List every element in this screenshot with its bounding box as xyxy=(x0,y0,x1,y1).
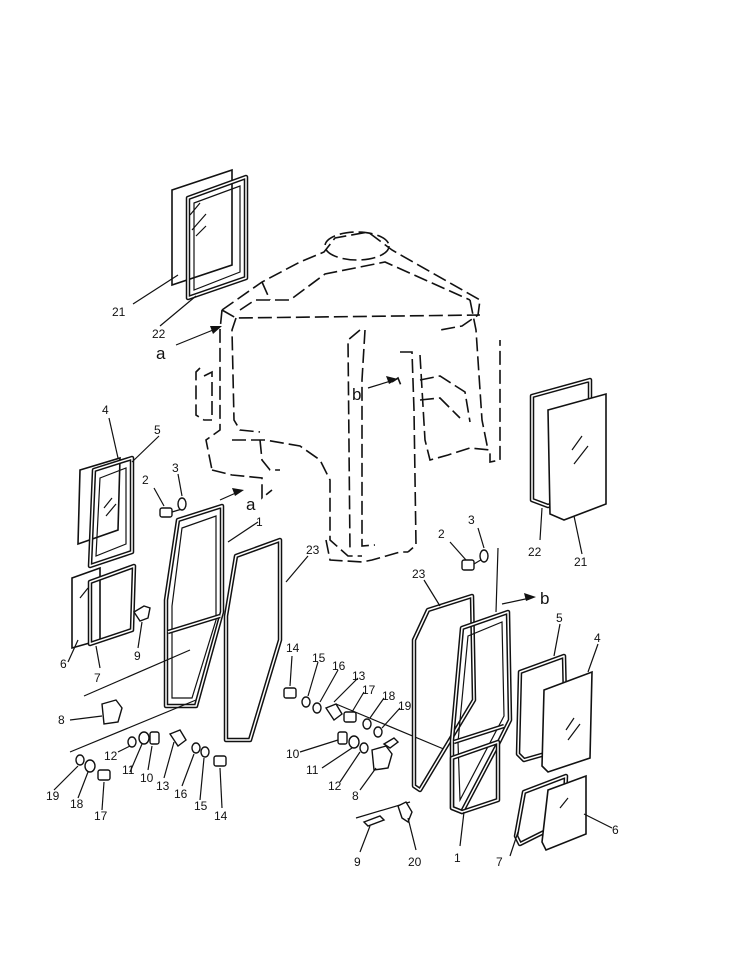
left-hinge-8 xyxy=(101,699,123,725)
right-washer-3 xyxy=(477,527,489,563)
right-handle-20 xyxy=(397,801,417,851)
right-door-seal xyxy=(411,579,477,793)
left-hardware xyxy=(53,649,227,811)
label-center-11: 11 xyxy=(306,763,319,777)
label-left-8: 8 xyxy=(58,713,65,727)
view-arrow-a-upper: a xyxy=(156,326,222,363)
label-center-8: 8 xyxy=(352,789,359,803)
left-door-frame-outer xyxy=(163,503,225,709)
right-door-frame xyxy=(449,547,513,847)
label-center-10: 10 xyxy=(286,747,300,761)
center-hinge-8 xyxy=(371,745,393,771)
label-center-16: 16 xyxy=(332,659,346,673)
right-bolt-2 xyxy=(449,541,485,571)
top-window-assembly xyxy=(132,168,249,327)
left-door-seal xyxy=(223,537,309,743)
label-center-17: 17 xyxy=(362,683,376,697)
label-right-20: 20 xyxy=(408,855,422,869)
left-lower-window xyxy=(67,563,137,669)
label-right-6: 6 xyxy=(612,823,619,837)
label-right-9: 9 xyxy=(354,855,361,869)
label-top-21: 21 xyxy=(112,305,126,319)
label-left-10: 10 xyxy=(140,771,154,785)
label-left-2: 2 xyxy=(142,473,149,487)
label-left-3: 3 xyxy=(172,461,179,475)
label-center-12: 12 xyxy=(328,779,342,793)
left-door-frame xyxy=(163,503,259,709)
label-right-4: 4 xyxy=(594,631,601,645)
view-arrow-label-b: b xyxy=(352,385,361,404)
label-left-14: 14 xyxy=(214,809,228,823)
label-center-15: 15 xyxy=(312,651,326,665)
label-left-9: 9 xyxy=(134,649,141,663)
label-left-5: 5 xyxy=(154,423,161,437)
label-left-17: 17 xyxy=(94,809,108,823)
right-upper-glass xyxy=(541,670,593,773)
view-arrow-b-upper: b xyxy=(352,376,398,404)
part-labels: 21 22 4 5 6 7 2 3 1 23 9 8 12 11 10 13 1… xyxy=(46,305,619,869)
view-arrow-b-lower: b xyxy=(501,589,549,608)
label-right-22: 22 xyxy=(528,545,542,559)
label-left-4: 4 xyxy=(102,403,109,417)
label-left-19: 19 xyxy=(46,789,60,803)
view-arrow-label-a-2: a xyxy=(246,495,256,514)
label-right-23: 23 xyxy=(412,567,426,581)
label-center-13: 13 xyxy=(352,669,366,683)
label-left-18: 18 xyxy=(70,797,84,811)
label-left-7: 7 xyxy=(94,671,101,685)
label-right-7: 7 xyxy=(496,855,503,869)
right-window-glass xyxy=(547,392,607,521)
label-right-2: 2 xyxy=(438,527,445,541)
label-right-1: 1 xyxy=(454,851,461,865)
label-left-6: 6 xyxy=(60,657,67,671)
view-arrow-a-lower: a xyxy=(219,488,256,514)
left-washer-3 xyxy=(177,473,187,511)
label-top-22: 22 xyxy=(152,327,166,341)
label-right-21: 21 xyxy=(574,555,588,569)
label-center-19: 19 xyxy=(398,699,412,713)
label-left-12: 12 xyxy=(104,749,118,763)
label-left-23: 23 xyxy=(306,543,320,557)
view-arrow-label-a: a xyxy=(156,344,166,363)
label-left-11: 11 xyxy=(122,763,135,777)
right-lower-window xyxy=(509,773,613,857)
right-lower-glass xyxy=(541,774,587,852)
label-right-3: 3 xyxy=(468,513,475,527)
label-center-18: 18 xyxy=(382,689,396,703)
view-arrow-label-b-2: b xyxy=(540,589,549,608)
right-upper-window xyxy=(515,623,599,773)
cab-body xyxy=(195,231,501,563)
label-right-5: 5 xyxy=(556,611,563,625)
left-bolt-2 xyxy=(153,487,183,518)
label-left-13: 13 xyxy=(156,779,170,793)
label-left-1: 1 xyxy=(256,515,263,529)
label-center-14: 14 xyxy=(286,641,300,655)
label-left-15: 15 xyxy=(194,799,208,813)
center-hardware xyxy=(283,655,447,791)
label-left-16: 16 xyxy=(174,787,188,801)
left-latch-9 xyxy=(133,605,151,649)
left-upper-window xyxy=(77,417,160,569)
right-side-window xyxy=(529,377,607,555)
